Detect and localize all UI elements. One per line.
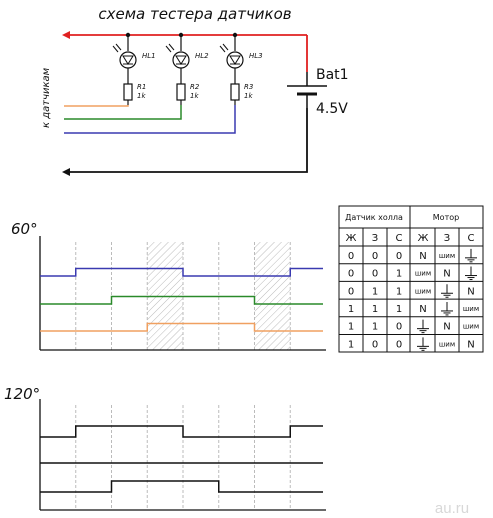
resistor-icon: [230, 83, 240, 101]
light-ray-icon: [222, 43, 229, 51]
table-cell: 0: [396, 339, 402, 350]
chart60-signal-1: [40, 267, 323, 277]
table-cell: шим: [415, 287, 431, 295]
ground-icon: [417, 337, 429, 351]
table-col-header: Ж: [418, 233, 429, 244]
ground-icon: [441, 301, 453, 316]
ground-arrow-icon: [62, 168, 70, 176]
light-ray-icon: [165, 45, 172, 53]
light-ray-icon: [168, 43, 175, 51]
table-cell: 1: [348, 322, 354, 333]
timing-chart-60: [39, 236, 326, 351]
table-col-header: Ж: [346, 233, 357, 244]
resistor-value: 1k: [137, 92, 146, 100]
table-cell: 0: [396, 322, 402, 333]
chart60-signal-2: [40, 295, 323, 305]
table-cell: N: [419, 251, 426, 262]
schematic-title: схема тестера датчиков: [98, 5, 291, 23]
table-cell: N: [467, 339, 474, 350]
diode-triangle-icon: [122, 55, 134, 65]
table-cell: 0: [372, 339, 378, 350]
chart120-signal-3: [40, 480, 323, 493]
light-ray-icon: [112, 45, 119, 53]
table-col-header: С: [396, 233, 403, 244]
table-cell: 1: [372, 304, 378, 315]
timing-chart-120: [39, 399, 326, 511]
resistor-name: R2: [190, 83, 200, 91]
led-icon: [119, 51, 137, 69]
watermark: au.ru: [435, 500, 469, 517]
led-branch-3: HL3 R3 1k: [219, 32, 263, 105]
table-cell: 0: [348, 269, 354, 280]
led-name: HL2: [195, 52, 209, 60]
positive-arrow-icon: [62, 31, 70, 39]
light-ray-icon: [219, 45, 226, 53]
resistor-icon: [176, 83, 186, 101]
led-icon: [226, 51, 244, 69]
table-cell: N: [467, 286, 474, 297]
table-cell: N: [443, 322, 450, 333]
led-name: HL1: [142, 52, 156, 60]
table-col-header: З: [444, 233, 450, 244]
resistor-name: R3: [244, 83, 253, 91]
diode-triangle-icon: [175, 55, 187, 65]
green-wire: [64, 105, 182, 120]
resistor-value: 1k: [190, 92, 199, 100]
table-cell: N: [419, 304, 426, 315]
led-branch-1: HL1 R1 1k: [112, 32, 156, 105]
table-col-header: С: [468, 233, 475, 244]
ground-icon: [465, 266, 477, 281]
table-cell: 1: [348, 339, 354, 350]
table-cell: 0: [372, 269, 378, 280]
table-cell: 1: [372, 322, 378, 333]
chart120-signal-1: [40, 425, 323, 438]
table-cell: шим: [439, 252, 455, 260]
table-cell: шим: [439, 340, 455, 348]
table-cell: шим: [415, 270, 431, 278]
orange-wire: [64, 105, 129, 107]
table-cell: 0: [348, 251, 354, 262]
ground-wire: [70, 108, 308, 173]
resistor-icon: [123, 83, 133, 101]
battery-name: Bat1: [316, 67, 349, 83]
sensor-label: к датчикам: [41, 67, 52, 128]
table-cell: 1: [372, 286, 378, 297]
ground-icon: [441, 284, 453, 298]
light-ray-icon: [115, 43, 122, 51]
ground-icon: [465, 248, 477, 263]
table-cell: 1: [396, 304, 402, 315]
table-col-header: З: [372, 233, 378, 244]
resistor-name: R1: [137, 83, 146, 91]
led-icon: [172, 51, 190, 69]
battery-voltage: 4.5V: [316, 101, 348, 117]
chart60-hatch-region: [254, 242, 291, 350]
timing-label-120: 120°: [4, 385, 40, 403]
led-branch-2: HL2 R2 1k: [165, 32, 209, 105]
led-name: HL3: [249, 52, 263, 60]
table-cell: 0: [348, 286, 354, 297]
table-cell: N: [443, 269, 450, 280]
timing-label-60: 60°: [11, 220, 38, 238]
table-cell: шим: [463, 323, 479, 331]
table-cell: 1: [396, 286, 402, 297]
schematic: схема тестера датчиков Bat1 4.5V к датчи…: [41, 5, 349, 176]
table-cell: шим: [463, 305, 479, 313]
resistor-value: 1k: [244, 92, 253, 100]
chart60-signal-3: [40, 322, 323, 332]
table-group-header: Мотор: [433, 213, 459, 222]
blue-wire: [64, 105, 236, 134]
ground-icon: [417, 319, 429, 334]
table-cell: 0: [396, 251, 402, 262]
table-group-header: Датчик холла: [345, 213, 403, 222]
diode-triangle-icon: [229, 55, 241, 65]
table-cell: 0: [372, 251, 378, 262]
table-cell: 1: [348, 304, 354, 315]
table-cell: 1: [396, 269, 402, 280]
